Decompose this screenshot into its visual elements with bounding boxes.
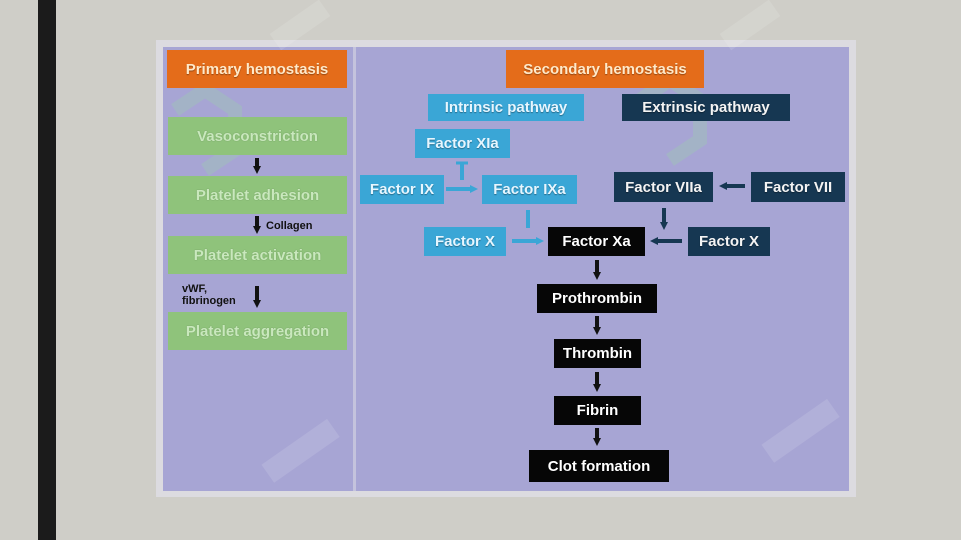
secondary-hemostasis-header: Secondary hemostasis xyxy=(506,50,704,88)
vwf-label: vWF, xyxy=(182,283,208,295)
fibrinogen-label: fibrinogen xyxy=(182,295,236,307)
factor-ixa-box: Factor IXa xyxy=(482,175,577,204)
collagen-label: Collagen xyxy=(266,220,313,232)
thrombin-box: Thrombin xyxy=(554,339,641,368)
step-platelet-activation: Platelet activation xyxy=(168,236,347,274)
primary-hemostasis-header: Primary hemostasis xyxy=(167,50,347,88)
factor-vii-box: Factor VII xyxy=(751,172,845,202)
factor-x-intrinsic-box: Factor X xyxy=(424,227,506,256)
factor-xia-box: Factor XIa xyxy=(415,129,510,158)
step-platelet-aggregation: Platelet aggregation xyxy=(168,312,347,350)
step-platelet-adhesion: Platelet adhesion xyxy=(168,176,347,214)
slide-left-bar xyxy=(38,0,56,540)
factor-ix-box: Factor IX xyxy=(360,175,444,204)
factor-viia-box: Factor VIIa xyxy=(614,172,713,202)
prothrombin-box: Prothrombin xyxy=(537,284,657,313)
factor-x-extrinsic-box: Factor X xyxy=(688,227,770,256)
fibrin-box: Fibrin xyxy=(554,396,641,425)
panel-divider xyxy=(353,47,356,491)
factor-xa-box: Factor Xa xyxy=(548,227,645,256)
clot-formation-box: Clot formation xyxy=(529,450,669,482)
intrinsic-pathway-title: Intrinsic pathway xyxy=(428,94,584,121)
extrinsic-pathway-title: Extrinsic pathway xyxy=(622,94,790,121)
step-vasoconstriction: Vasoconstriction xyxy=(168,117,347,155)
